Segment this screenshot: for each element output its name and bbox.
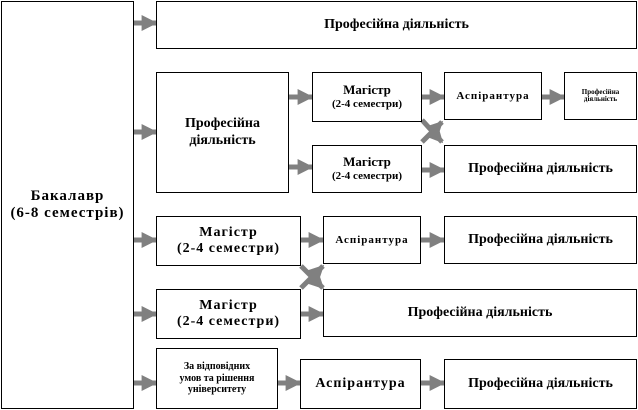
aspirantura-box-row4: Аспірантура (300, 359, 421, 409)
condition-line3: університету (187, 384, 247, 396)
arrow-cross-bottom-to-top-row2 (420, 120, 444, 144)
master-title: Магістр (199, 224, 258, 240)
professional-activity-row2-right: Професійна діяльність (444, 145, 637, 193)
bachelor-box: Бакалавр (6-8 семестрів) (1, 1, 134, 409)
professional-activity-small-line1: Професійна (581, 87, 620, 96)
professional-activity-row3-top: Професійна діяльність (444, 216, 637, 264)
condition-line1: За відповідних (183, 361, 251, 373)
master-box-row2-bottom: Магістр (2-4 семестри) (312, 145, 422, 193)
professional-activity-row4: Професійна діяльність (444, 359, 637, 409)
master-title: Магістр (343, 154, 391, 170)
aspirantura-box-row3: Аспірантура (323, 216, 421, 264)
master-title: Магістр (199, 297, 258, 313)
professional-activity-row2: Професійна діяльність (156, 72, 289, 193)
aspirantura-label: Аспірантура (456, 89, 530, 102)
master-duration: (2-4 семестри) (176, 314, 281, 329)
aspirantura-label: Аспірантура (315, 375, 406, 391)
arrow-cross-bottom-to-top-row3 (299, 264, 325, 290)
professional-activity-small-line2: діяльність (583, 95, 618, 103)
professional-activity-label: Професійна діяльність (468, 375, 613, 391)
professional-activity-label: Професійна діяльність (324, 16, 469, 32)
professional-activity-row1: Професійна діяльність (156, 1, 637, 49)
professional-activity-label: Професійна діяльність (468, 231, 613, 247)
professional-activity-line1: Професійна (185, 116, 260, 132)
bachelor-title: Бакалавр (30, 187, 105, 204)
professional-activity-row3-bottom: Професійна діяльність (323, 289, 637, 337)
master-box-row2-top: Магістр (2-4 семестри) (312, 72, 422, 122)
condition-box: За відповідних умов та рішення університ… (156, 348, 278, 409)
professional-activity-small-row2: Професійна діяльність (564, 72, 637, 120)
master-title: Магістр (343, 82, 391, 98)
master-box-row3-bottom: Магістр (2-4 семестри) (156, 289, 301, 339)
master-duration: (2-4 семестри) (176, 241, 281, 256)
master-duration: (2-4 семестри) (331, 170, 403, 183)
professional-activity-line2: діяльність (189, 132, 256, 148)
aspirantura-label: Аспірантура (335, 233, 409, 246)
professional-activity-label: Професійна діяльність (468, 160, 613, 176)
aspirantura-box-row2: Аспірантура (444, 72, 542, 120)
condition-line2: умов та рішення (179, 372, 255, 384)
master-duration: (2-4 семестри) (331, 98, 403, 111)
professional-activity-label: Професійна діяльність (407, 304, 553, 320)
master-box-row3-top: Магістр (2-4 семестри) (156, 216, 301, 266)
bachelor-duration: (6-8 семестрів) (10, 205, 125, 221)
